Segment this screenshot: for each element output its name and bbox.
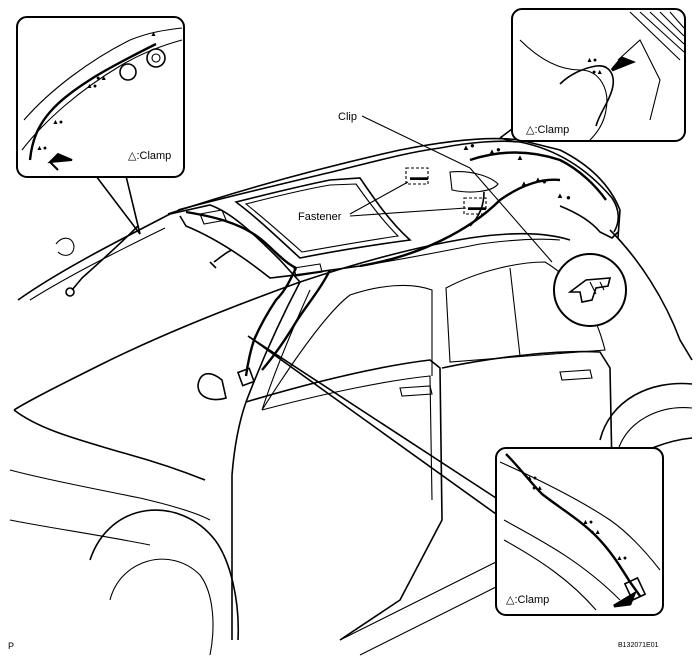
svg-text:▲●: ▲● (36, 145, 47, 152)
headliner (177, 140, 620, 279)
roof-clamp-markers: ▲● ▲● ▲ ▲● ▲● ▲ (462, 141, 571, 202)
svg-text:▬▬: ▬▬ (410, 172, 428, 182)
clip-detail-circle (553, 253, 627, 327)
figure-code: B132071E01 (618, 642, 659, 649)
svg-text:▲: ▲ (516, 153, 524, 162)
corner-mark: P (8, 641, 14, 651)
rear-window (445, 261, 606, 363)
svg-text:●: ● (566, 193, 571, 202)
front-wheel-arch (89, 509, 240, 641)
fastener-label: Fastener (298, 211, 342, 223)
svg-text:●: ● (542, 177, 547, 186)
svg-text:▲●: ▲● (86, 83, 97, 90)
svg-text:▲●: ▲● (582, 519, 593, 526)
svg-text:●▲: ●▲ (592, 69, 603, 76)
windshield (13, 204, 302, 411)
clip-label: Clip (338, 111, 357, 123)
a-pillar (231, 281, 301, 476)
svg-text:▲: ▲ (556, 191, 564, 200)
side-mirror (197, 372, 227, 401)
rear-door (441, 350, 613, 561)
hood (13, 409, 206, 481)
sunroof-opening (234, 177, 412, 259)
svg-text:●: ● (470, 141, 475, 150)
svg-text:▲●: ▲● (52, 119, 63, 126)
car-body (9, 137, 693, 656)
roof-outline (167, 137, 621, 239)
detail-panel-top-right: ▲● ●▲ △:Clamp (511, 8, 686, 142)
svg-text:▲●: ▲● (616, 555, 627, 562)
svg-text:▲: ▲ (462, 143, 470, 152)
detail-panel-top-left: ▲●●▲ ▲●▲● ▲ △:Clamp (16, 16, 185, 178)
front-window (261, 284, 433, 411)
svg-text:●▲: ●▲ (96, 75, 107, 82)
svg-text:●: ● (496, 145, 501, 154)
clamp-label-bottom-right: △:Clamp (506, 594, 549, 606)
clamp-label-top-right: △:Clamp (526, 124, 569, 136)
svg-text:▲: ▲ (150, 31, 157, 38)
svg-text:▲: ▲ (488, 147, 496, 156)
svg-text:▲●: ▲● (586, 57, 597, 64)
svg-text:▲●: ▲● (526, 475, 537, 482)
clamp-label-top-left: △:Clamp (128, 150, 171, 162)
svg-text:▲: ▲ (520, 179, 528, 188)
front-door (231, 359, 443, 641)
rear-wheel-arch (599, 382, 693, 441)
svg-text:●▲: ●▲ (532, 485, 543, 492)
wire-harness (65, 151, 607, 387)
svg-text:▬▬: ▬▬ (468, 202, 486, 212)
svg-text:▲: ▲ (534, 175, 542, 184)
leader-lines (95, 115, 553, 515)
svg-text:●▲: ●▲ (590, 529, 601, 536)
fastener-markers: ▬▬ ▬▬ (405, 167, 487, 215)
detail-panel-bottom-right: ▲● ●▲ ▲● ●▲ ▲● △:Clamp (495, 447, 664, 616)
